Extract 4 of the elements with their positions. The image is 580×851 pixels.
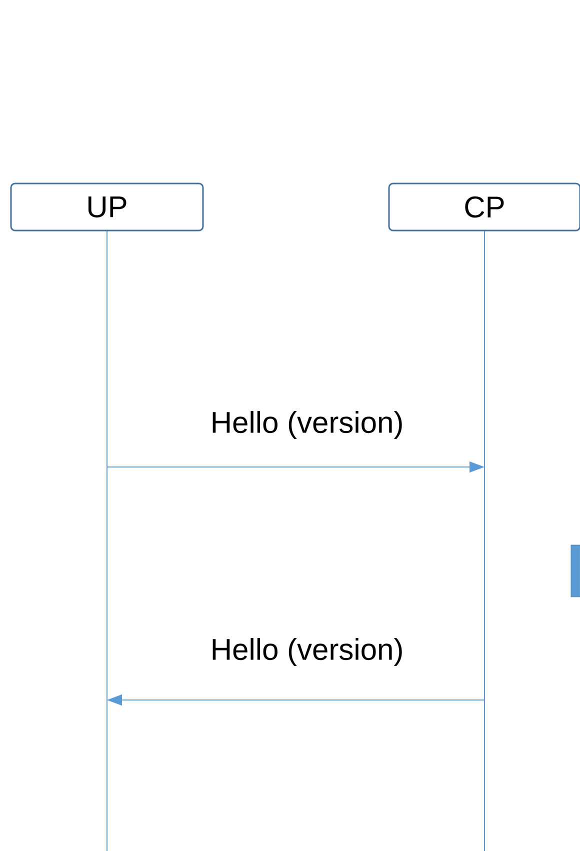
message-label: Hello (version) [212,411,402,439]
participant-box: UP [10,182,204,232]
message-label: Hello (version) [212,638,402,666]
participant-box: CP [388,182,580,232]
